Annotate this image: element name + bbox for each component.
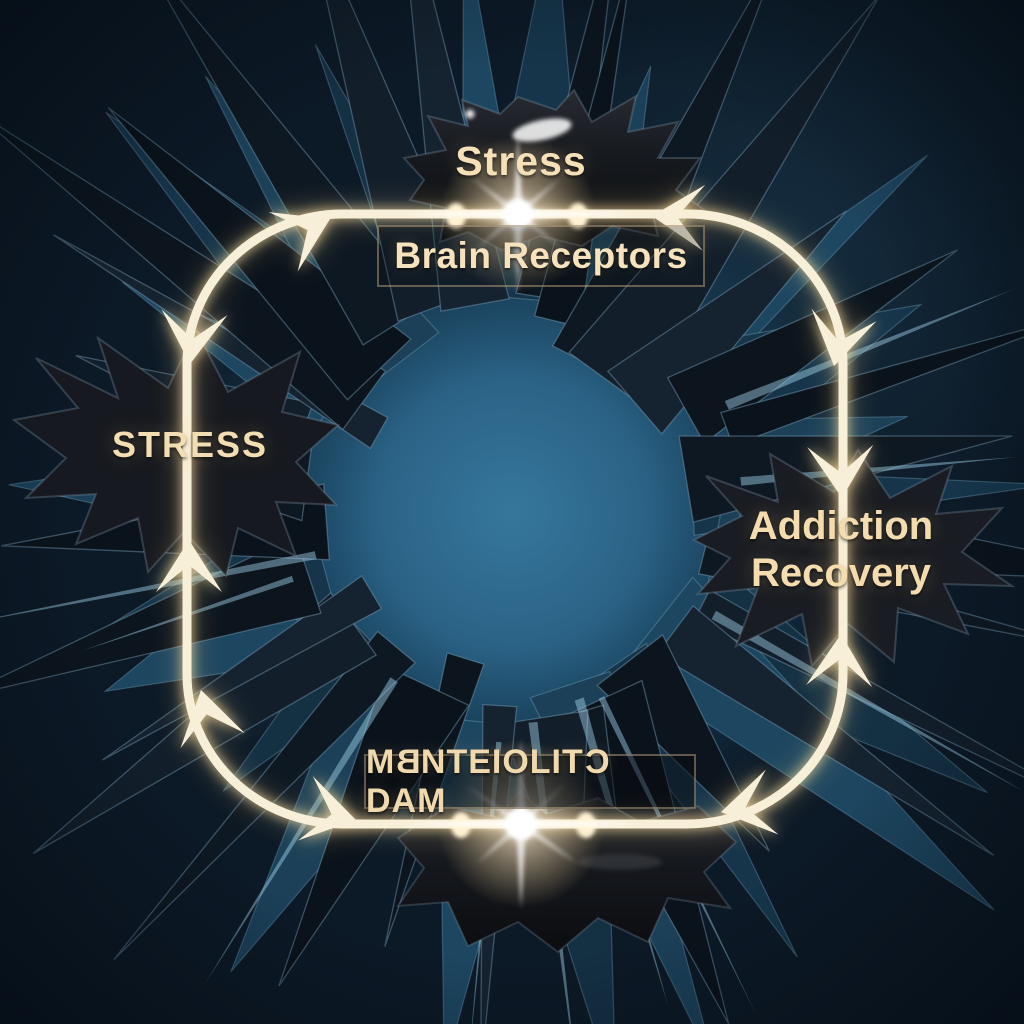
node-label-bottom: MBNTEIOLITC DAM — [366, 743, 694, 821]
node-blob-right — [691, 448, 1016, 669]
node-label-stress-top: Stress — [455, 138, 587, 184]
node-label-stress-left: STRESS — [111, 424, 269, 465]
node-box-bottom: MBNTEIOLITC DAM — [364, 743, 696, 820]
blob-glint — [512, 118, 572, 142]
bottom-label-part: NTEIOLIT — [420, 742, 584, 781]
node-blobs — [11, 88, 1016, 954]
bottom-label-part-mirrored-b: B — [395, 742, 421, 781]
lens-flare-top — [403, 134, 633, 294]
blob-streak — [578, 854, 662, 870]
node-label-brain-receptors: Brain Receptors — [394, 235, 688, 276]
bottom-label-part-mirrored-c: C — [583, 742, 610, 781]
node-label-addiction-recovery: Addiction Recovery — [748, 504, 934, 595]
bottom-label-part: M — [366, 742, 396, 781]
node-box-brain-receptors: Brain Receptors — [377, 225, 705, 287]
bottom-label-part: DAM — [366, 781, 447, 820]
node-blob-left — [11, 327, 341, 579]
blob-glint-dot — [465, 109, 475, 119]
